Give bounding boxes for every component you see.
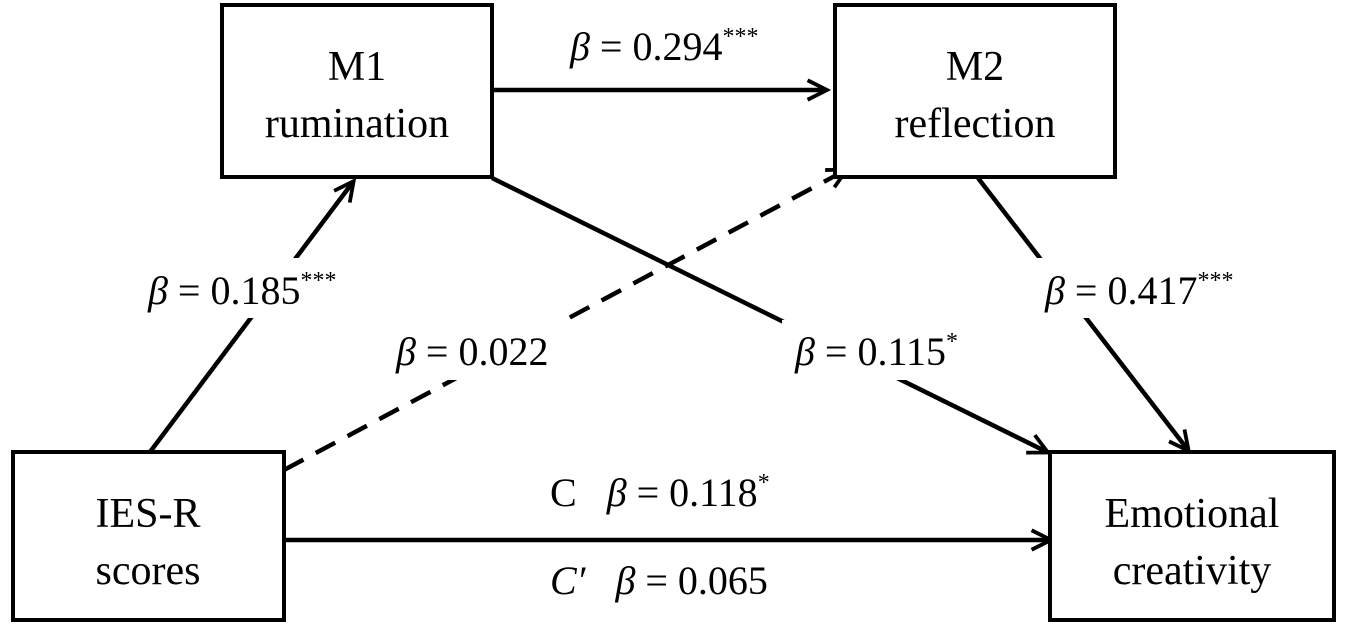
node-m2: M2 reflection [833,3,1117,179]
label-m1-m2: β = 0.294*** [569,24,758,69]
beta-symbol: β [794,329,815,374]
label-mask-m1-ec [782,320,1012,380]
beta-symbol: β [147,268,168,313]
label-m1-ec-sig: * [946,329,958,355]
label-mask-m2-ec [1030,258,1290,318]
node-m1-line1: M1 [328,44,386,90]
label-m1-ec: β = 0.115* [794,329,958,374]
label-ies-m1-sig: *** [300,268,336,294]
beta-symbol: β [1044,268,1065,313]
label-c-total-sig: * [758,470,770,496]
beta-symbol: β [614,558,635,603]
node-ec: Emotional creativity [1048,450,1336,622]
label-c-direct: C′ β = 0.065 [550,558,768,603]
node-m1-line2: rumination [265,101,449,147]
label-mask-ies-m1 [136,258,386,318]
label-ies-m2: β = 0.022 [395,329,548,374]
label-m1-m2-sig: *** [722,24,758,50]
beta-symbol: β [395,329,416,374]
label-m2-ec: β = 0.417*** [1044,268,1233,313]
label-c-direct-prefix: C′ [550,558,587,603]
node-ec-line1: Emotional [1105,491,1280,537]
edge-m1-ec [491,175,1047,452]
node-m2-line2: reflection [895,101,1056,147]
node-m1: M1 rumination [220,3,494,179]
beta-symbol: β [606,470,627,515]
node-ies: IES-R scores [11,450,286,622]
node-ies-line2: scores [96,548,201,594]
label-ies-m2-value: = 0.022 [416,329,549,374]
label-m1-m2-value: = 0.294 [590,24,723,69]
beta-symbol: β [569,24,590,69]
node-m2-line1: M2 [946,44,1004,90]
label-m2-ec-value: = 0.417 [1065,268,1198,313]
label-c-total-value: = 0.118 [627,470,758,515]
node-ec-line2: creativity [1113,548,1272,594]
label-ies-m1-value: = 0.185 [168,268,301,313]
node-ies-line1: IES-R [96,491,201,537]
label-ies-m1: β = 0.185*** [147,268,336,313]
label-c-direct-value: = 0.065 [635,558,768,603]
label-mask-ies-m2 [384,320,594,380]
label-c-total-prefix: C [550,470,577,515]
label-m2-ec-sig: *** [1197,268,1233,294]
label-m1-ec-value: = 0.115 [815,329,946,374]
